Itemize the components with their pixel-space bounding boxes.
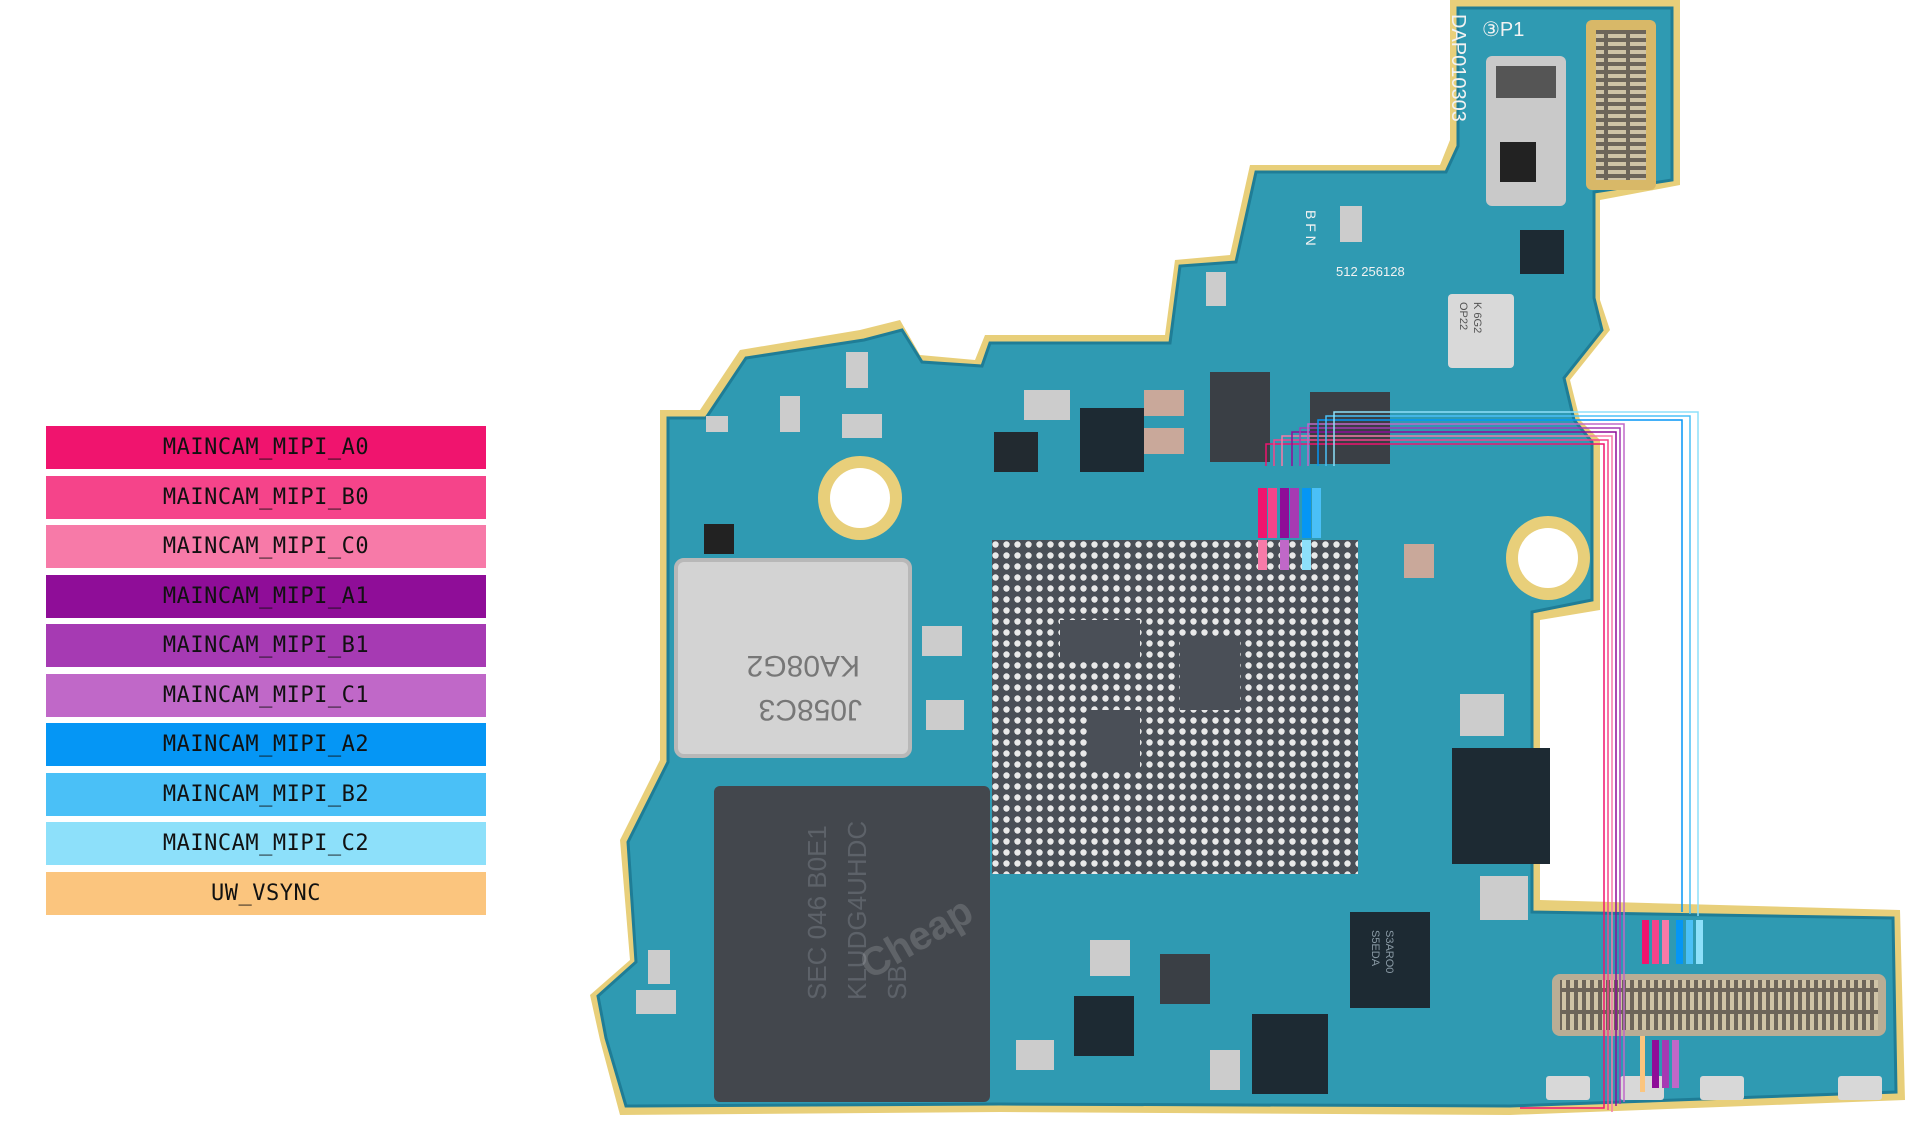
ufs-chip-mark-1: SEC 046 B0E1 xyxy=(802,825,832,1000)
legend-label: MAINCAM_MIPI_A2 xyxy=(162,732,370,757)
trace-marker-b0 xyxy=(1268,488,1277,538)
connector-marker-uw-vsync xyxy=(1640,1036,1645,1092)
memory-chip-mark-2: J058C3 xyxy=(759,693,862,726)
ufs-chip-mark-2: KLUDG4UHDC xyxy=(842,821,872,1000)
signal-legend: MAINCAM_MIPI_A0 MAINCAM_MIPI_B0 MAINCAM_… xyxy=(46,426,486,921)
trace-marker-c0 xyxy=(1258,540,1267,570)
trace-marker-a2 xyxy=(1302,488,1311,538)
memory-shield xyxy=(674,558,912,758)
legend-item-uw-vsync: UW_VSYNC xyxy=(46,871,486,915)
connector-marker-b0 xyxy=(1652,920,1659,964)
legend-item-maincam-mipi-a1: MAINCAM_MIPI_A1 xyxy=(46,574,486,618)
connector-marker-c2 xyxy=(1696,920,1703,964)
pmic-mark-1: S3ARO0 xyxy=(1383,930,1395,973)
connector-marker-b2 xyxy=(1686,920,1693,964)
legend-item-maincam-mipi-b2: MAINCAM_MIPI_B2 xyxy=(46,772,486,816)
ufs-storage-chip xyxy=(714,786,990,1102)
soc-bga-pads xyxy=(992,540,1358,874)
ufs-chip-mark-3: SB xyxy=(882,965,912,1000)
legend-label: UW_VSYNC xyxy=(211,880,321,906)
pin-mark: B F N xyxy=(1303,210,1319,246)
legend-item-maincam-mipi-a2: MAINCAM_MIPI_A2 xyxy=(46,723,486,766)
board-model-code: DAP010303 xyxy=(1447,14,1469,122)
legend-label: MAINCAM_MIPI_B2 xyxy=(162,781,370,807)
trace-marker-a0 xyxy=(1258,488,1267,538)
legend-label: MAINCAM_MIPI_B0 xyxy=(162,484,370,510)
small-module-chip xyxy=(1448,294,1514,368)
pmic-mark-2: S5EDA xyxy=(1369,930,1381,967)
small-chip-mark-2: OP22 xyxy=(1457,302,1469,330)
connector-marker-a0 xyxy=(1642,920,1649,964)
trace-marker-b1 xyxy=(1290,488,1299,538)
connector-marker-a2 xyxy=(1676,920,1683,964)
trace-marker-c2 xyxy=(1302,540,1311,570)
legend-item-maincam-mipi-b0: MAINCAM_MIPI_B0 xyxy=(46,475,486,519)
legend-label: MAINCAM_MIPI_C2 xyxy=(162,831,370,856)
legend-item-maincam-mipi-c0: MAINCAM_MIPI_C0 xyxy=(46,525,486,568)
pmic-chip xyxy=(1350,912,1430,1008)
legend-label: MAINCAM_MIPI_B1 xyxy=(162,633,370,658)
legend-label: MAINCAM_MIPI_C0 xyxy=(162,534,370,559)
legend-label: MAINCAM_MIPI_A0 xyxy=(162,435,370,460)
legend-label: MAINCAM_MIPI_C1 xyxy=(162,682,370,708)
trace-marker-c1 xyxy=(1280,540,1289,570)
connector-marker-c0 xyxy=(1662,920,1669,964)
legend-label: MAINCAM_MIPI_A1 xyxy=(162,583,370,609)
connector-marker-c1 xyxy=(1672,1040,1679,1088)
trace-marker-a1 xyxy=(1280,488,1289,538)
mipi-trace-overlay xyxy=(1265,411,1699,1112)
connector-marker-a1 xyxy=(1652,1040,1659,1088)
memory-chip-mark-1: KA08G2 xyxy=(747,649,860,682)
small-chip-mark-1: K 6G2 xyxy=(1471,302,1483,333)
legend-item-maincam-mipi-a0: MAINCAM_MIPI_A0 xyxy=(46,426,486,469)
connector-marker-b1 xyxy=(1662,1040,1669,1088)
trace-marker-b2 xyxy=(1312,488,1321,538)
legend-item-maincam-mipi-c2: MAINCAM_MIPI_C2 xyxy=(46,822,486,865)
serial-mark: 512 256128 xyxy=(1336,264,1405,279)
connector-mark: ③P1 xyxy=(1482,19,1524,41)
legend-item-maincam-mipi-b1: MAINCAM_MIPI_B1 xyxy=(46,624,486,667)
legend-item-maincam-mipi-c1: MAINCAM_MIPI_C1 xyxy=(46,673,486,717)
